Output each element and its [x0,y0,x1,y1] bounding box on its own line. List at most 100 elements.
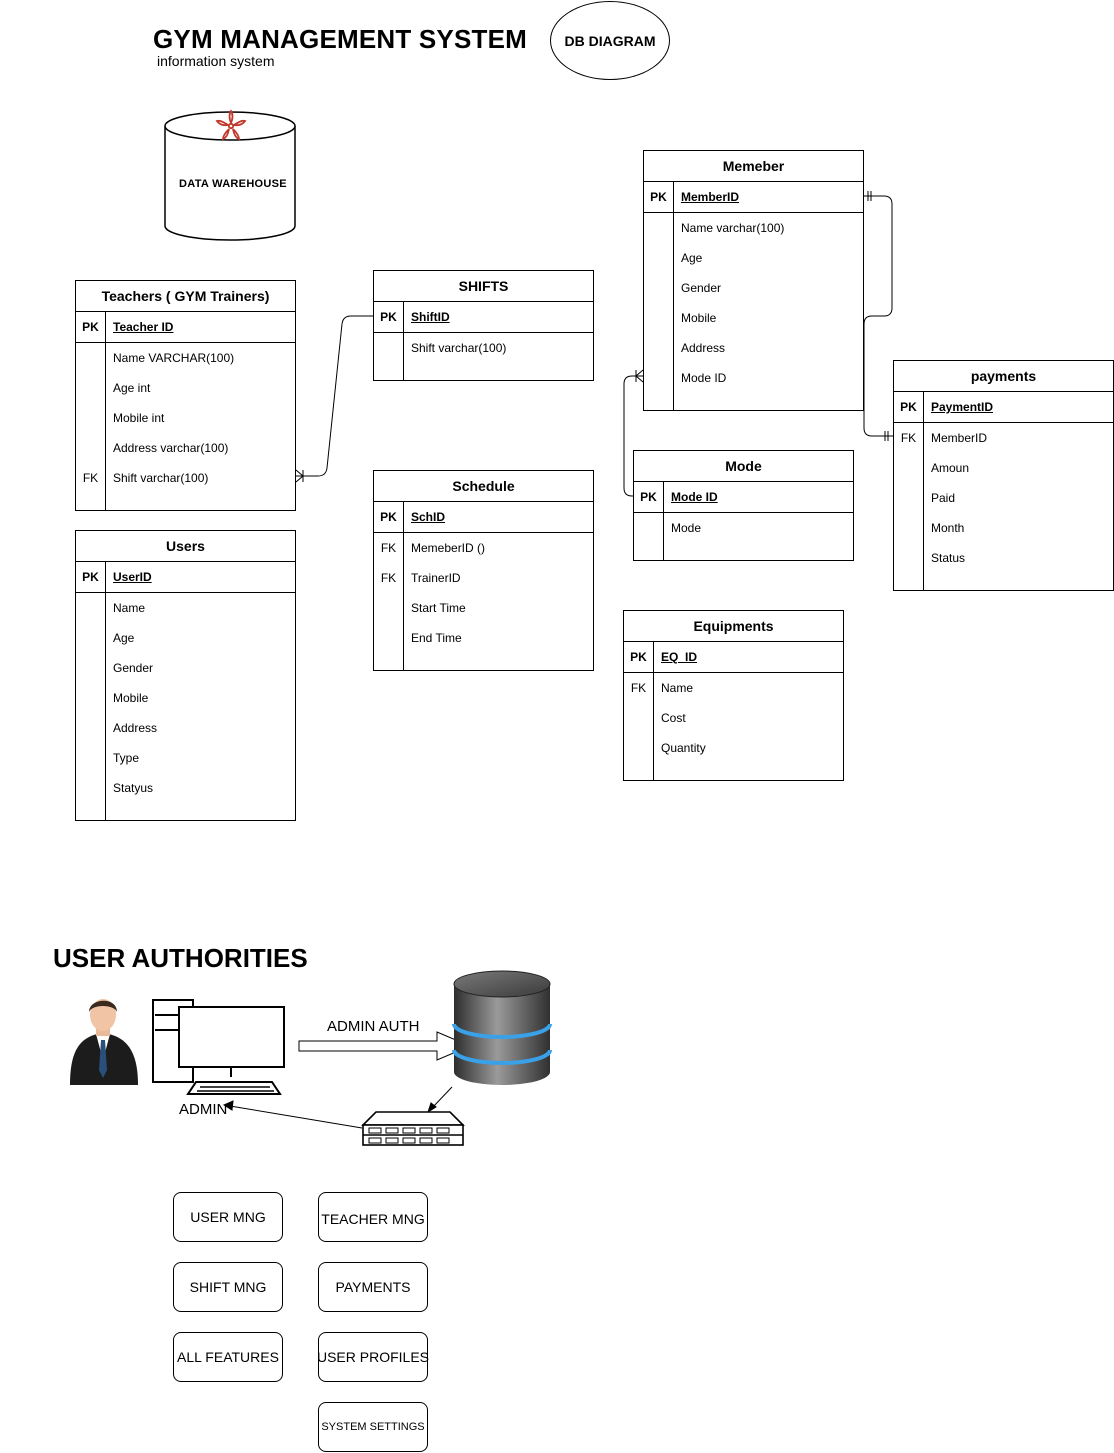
field-name: Gender [113,661,154,675]
data-warehouse-label: DATA WAREHOUSE [179,178,287,190]
teacher-mng-button[interactable]: TEACHER MNG [318,1192,428,1242]
table-title: Users [76,531,295,562]
field-row: Status [894,543,1113,573]
field-row: Type [76,743,295,773]
field-name: Type [113,751,140,765]
field-name: Name [661,681,694,695]
field-row: FK MemberID [894,423,1113,453]
key-column-divider [673,181,674,410]
field-name: Cost [661,711,686,725]
database-icon [452,970,552,1085]
table-title: Equipments [624,611,843,642]
field-name: ShiftID [411,310,450,324]
field-name: End Time [411,631,462,645]
key-badge: PK [380,310,397,324]
field-name: Teacher ID [113,320,174,334]
key-badge: PK [900,400,917,414]
db-diagram-label: DB DIAGRAM [564,32,656,49]
connector-member-payments [863,191,893,441]
field-row: End Time [374,623,593,653]
field-name: Mode [671,521,702,535]
warehouse-logo-icon [215,109,247,141]
field-name: Age int [113,381,151,395]
key-badge: PK [630,650,647,664]
field-name: Address [113,721,158,735]
field-name: SchID [411,510,446,524]
primary-key-row: PK EQ_ID [624,642,843,673]
key-column-divider [403,501,404,670]
table-title: Schedule [374,471,593,502]
field-name: Name varchar(100) [681,221,785,235]
connector-member-mode [623,369,644,497]
field-name: MemberID [931,431,988,445]
field-name: PaymentID [931,400,994,414]
key-badge: PK [380,510,397,524]
field-row: Month [894,513,1113,543]
admin-auth-arrow [298,1031,472,1061]
field-row: Address [644,333,863,363]
field-name: Mode ID [681,371,727,385]
key-column-divider [105,561,106,820]
field-name: Age [113,631,135,645]
field-row: Age [76,623,295,653]
field-row: Start Time [374,593,593,623]
field-name: EQ_ID [661,650,698,664]
key-badge: PK [82,570,99,584]
system-settings-button[interactable]: SYSTEM SETTINGS [318,1402,428,1452]
field-name: Status [931,551,966,565]
db-diagram-ellipse: DB DIAGRAM [550,1,670,80]
db-to-server-arrow [427,1086,453,1114]
payments-button[interactable]: PAYMENTS [318,1262,428,1312]
field-row: Mode [634,513,853,543]
table-title: payments [894,361,1113,392]
field-row: Amoun [894,453,1113,483]
key-badge: FK [82,471,99,485]
field-name: MemeberID () [411,541,486,555]
key-badge: FK [630,681,647,695]
server-to-admin-arrow [222,1100,363,1129]
user-mng-button[interactable]: USER MNG [173,1192,283,1242]
field-row: Mobile [76,683,295,713]
field-name: Amoun [931,461,970,475]
server-icon [361,1111,465,1146]
admin-label: ADMIN [179,1101,228,1118]
field-name: Address [681,341,726,355]
primary-key-row: PK SchID [374,502,593,533]
key-badge: FK [900,431,917,445]
table-title: Teachers ( GYM Trainers) [76,281,295,312]
field-row: Name VARCHAR(100) [76,343,295,373]
all-features-button[interactable]: ALL FEATURES [173,1332,283,1382]
field-row: Shift varchar(100) [374,333,593,363]
field-name: Age [681,251,703,265]
authorities-title: USER AUTHORITIES [53,943,308,973]
connector-teachers-shifts [295,315,373,483]
desktop-computer-icon [152,999,285,1095]
user-profiles-button[interactable]: USER PROFILES [317,1332,429,1382]
field-row: Address [76,713,295,743]
businessman-icon [70,999,138,1085]
key-column-divider [923,391,924,590]
field-name: MemberID [681,190,740,204]
data-warehouse-icon [164,109,296,241]
field-name: Name VARCHAR(100) [113,351,235,365]
field-name: Start Time [411,601,466,615]
field-name: Statyus [113,781,154,795]
field-name: Shift varchar(100) [411,341,507,355]
key-badge: PK [650,190,667,204]
field-row: Name [76,593,295,623]
shift-mng-button[interactable]: SHIFT MNG [173,1262,283,1312]
